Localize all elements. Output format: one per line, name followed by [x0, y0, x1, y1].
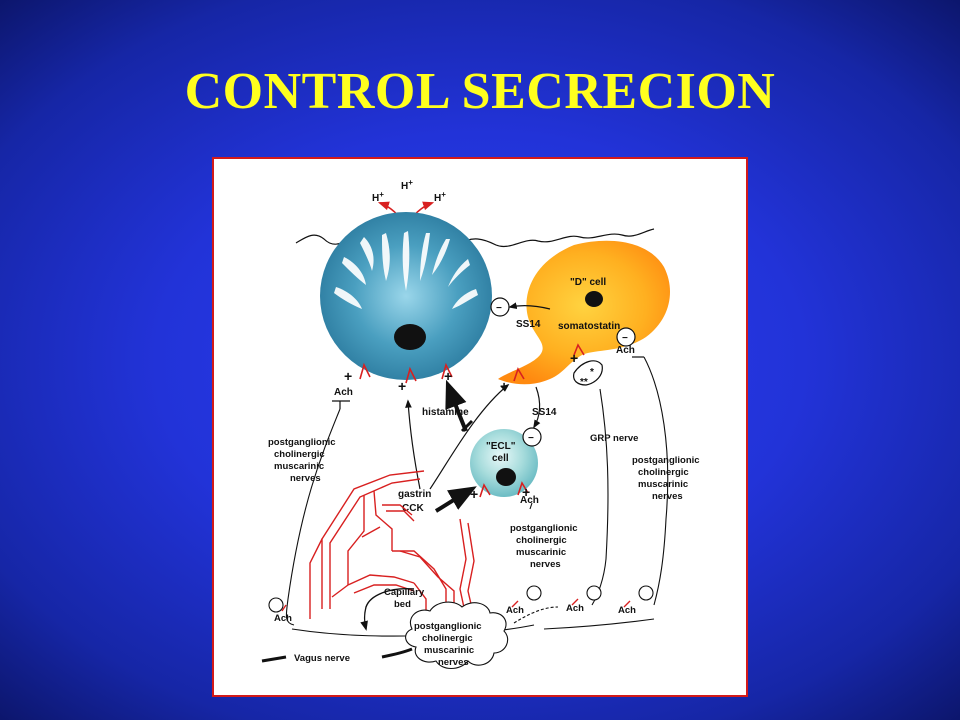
parietal-receptors	[359, 343, 585, 498]
d-cell: "D" cell somatostatin	[498, 240, 670, 385]
nerve-ecl-fibre	[529, 502, 533, 510]
proton-label-2: H+	[401, 178, 413, 192]
nerves-left-label: postganglionic cholinergic muscarinic ne…	[268, 437, 336, 484]
grp-terminal	[573, 360, 603, 386]
cck-label: CCK	[402, 503, 424, 514]
minus-sign-2: −	[528, 433, 534, 444]
nerve-right-fibre	[643, 356, 669, 606]
nerves-right-label: postganglionic cholinergic muscarinic ne…	[632, 455, 700, 502]
grp-nerve-label: GRP nerve	[590, 433, 638, 444]
bottom-ach-4: Ach	[618, 605, 636, 616]
nerves-mid-label: postganglionic cholinergic muscarinic ne…	[510, 523, 578, 570]
svg-text:nerves: nerves	[652, 491, 683, 502]
svg-text:postganglionic: postganglionic	[414, 621, 482, 632]
nerves-bottom-label: postganglionic cholinergic muscarinic ne…	[414, 621, 482, 668]
mucosal-surface-right	[457, 228, 655, 247]
ganglion-cloud	[405, 601, 509, 670]
svg-text:nerves: nerves	[290, 473, 321, 484]
vagus-nerve-legend-line	[261, 655, 287, 663]
parietal-cell	[320, 212, 492, 380]
ecl-cell-label-1: "ECL"	[486, 441, 516, 452]
ss14-inhibit-ecl	[522, 427, 542, 447]
svg-text:postganglionic: postganglionic	[510, 523, 578, 534]
minus-sign-3: −	[622, 333, 628, 344]
bottom-ach-1: Ach	[274, 613, 292, 624]
gastrin-to-dcell-arrow	[429, 383, 510, 490]
ss14-arrow-top	[508, 302, 551, 310]
svg-text:cholinergic: cholinergic	[516, 535, 567, 546]
histamine-label: histamine	[422, 407, 469, 418]
bottom-ach-3: Ach	[566, 603, 584, 614]
svg-text:nerves: nerves	[530, 559, 561, 570]
ach-label-dcell: Ach	[616, 345, 635, 356]
ach-inhibit-dcell	[616, 327, 636, 347]
stars-1: *	[590, 367, 594, 378]
capillary-bed-label-2: bed	[394, 599, 411, 610]
gastric-secretion-diagram: H+ H+ H+	[212, 157, 748, 697]
svg-text:muscarinic: muscarinic	[274, 461, 324, 472]
svg-text:cholinergic: cholinergic	[422, 633, 473, 644]
ss14-label-mid: SS14	[532, 407, 557, 418]
ach-label-ecl: Ach	[520, 495, 539, 506]
svg-text:postganglionic: postganglionic	[268, 437, 336, 448]
capillary-network	[309, 470, 475, 619]
plus-sign-1: +	[344, 368, 352, 384]
d-cell-nucleus	[585, 291, 603, 307]
stars-2: **	[580, 377, 588, 388]
histamine-tick	[460, 419, 474, 433]
plus-sign-2: +	[398, 378, 406, 394]
svg-text:cholinergic: cholinergic	[638, 467, 689, 478]
proton-label-1: H+	[372, 190, 384, 204]
svg-text:cholinergic: cholinergic	[274, 449, 325, 460]
bottom-ach-2: Ach	[506, 605, 524, 616]
gastrin-to-parietal-arrow	[405, 399, 421, 490]
slide-title: CONTROL SECRECION	[184, 63, 776, 120]
ss14-arrow-mid	[533, 386, 541, 429]
vagus-nerve-main	[381, 647, 413, 659]
svg-text:postganglionic: postganglionic	[632, 455, 700, 466]
plus-sign-7: +	[522, 484, 530, 500]
parietal-canaliculi	[334, 231, 478, 309]
ss14-label-top: SS14	[516, 319, 541, 330]
ecl-cell-label-2: cell	[492, 453, 509, 464]
d-cell-label: "D" cell	[570, 277, 606, 288]
parietal-nucleus	[394, 324, 426, 350]
gastrin-label: gastrin	[398, 489, 431, 500]
proton-label-3: H+	[434, 190, 446, 204]
ecl-nucleus	[496, 468, 516, 486]
nerve-left-fibre	[285, 408, 341, 626]
gastrin-to-ecl-arrow	[434, 486, 477, 513]
svg-text:muscarinic: muscarinic	[638, 479, 688, 490]
svg-text:nerves: nerves	[438, 657, 469, 668]
nerve-grp-fibre	[591, 388, 609, 606]
minus-sign-1: −	[496, 303, 502, 314]
plus-sign-3: +	[444, 368, 452, 384]
svg-text:muscarinic: muscarinic	[516, 547, 566, 558]
capillary-bed-label-1: Capillary	[384, 587, 425, 598]
vagus-branch-mid	[513, 606, 559, 624]
ach-terminal-parietal	[332, 400, 350, 409]
vagus-branch-right	[543, 618, 655, 630]
somatostatin-label: somatostatin	[558, 321, 620, 332]
plus-sign-5: +	[570, 350, 578, 366]
ecl-cell: "ECL" cell	[470, 429, 538, 497]
svg-text:muscarinic: muscarinic	[424, 645, 474, 656]
vagus-nerve-label: Vagus nerve	[294, 653, 350, 664]
ganglion-terminals	[268, 585, 654, 613]
capillary-bed-arrow	[360, 588, 415, 631]
diagram-svg: H+ H+ H+	[261, 178, 700, 670]
nerve-fibres	[285, 356, 669, 637]
ach-label-parietal: Ach	[334, 387, 353, 398]
